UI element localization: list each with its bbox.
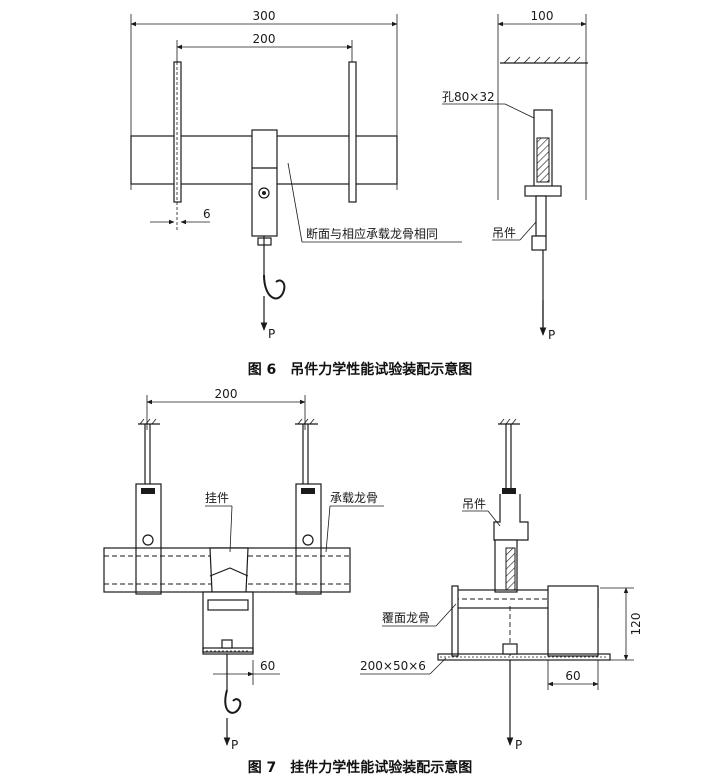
- bottom-plate: [437, 653, 611, 661]
- load-label: P: [548, 328, 555, 342]
- side-plate: [547, 585, 599, 657]
- rod-left: [173, 61, 182, 203]
- hanger-leader: [229, 505, 233, 553]
- fig7-side-view: P 120 60 吊件 覆面龙骨 200×50×6: [360, 418, 643, 752]
- bolt-hole: [258, 187, 270, 199]
- nut: [502, 643, 518, 655]
- keel-web-hatched: [505, 547, 516, 591]
- dim-120-label: 120: [629, 613, 643, 636]
- clamp-bolt: [524, 185, 562, 197]
- section-note: 断面与相应承载龙骨相同: [306, 226, 438, 241]
- rod-right: [348, 61, 357, 203]
- suspender-leader: [519, 221, 537, 241]
- fig6-side-view: 100 孔80×32 P 吊件: [442, 9, 588, 342]
- suspender-label: 吊件: [492, 226, 516, 240]
- dim-200-label: 200: [253, 32, 276, 46]
- note-leader: [287, 162, 303, 243]
- hook: [224, 689, 242, 714]
- suspender-leader: [487, 510, 501, 527]
- plate-size-label: 200×50×6: [360, 659, 426, 673]
- cover-keel-lip: [207, 599, 249, 611]
- fig6-front-view: 300 200 6 P 断面与相应承载龙骨相同: [130, 9, 462, 341]
- dim-60-label: 60: [260, 659, 275, 673]
- hanger-fold: [209, 567, 249, 577]
- fig7-front-view: 200: [103, 387, 384, 752]
- hanger-label: 挂件: [205, 491, 229, 505]
- suspender: [493, 494, 529, 541]
- dim-200-label: 200: [215, 387, 238, 401]
- keel-web-hatched: [536, 137, 550, 183]
- hole-leader: [504, 103, 535, 119]
- suspender-right: [295, 483, 322, 595]
- nut: [301, 488, 315, 494]
- load-label: P: [268, 327, 275, 341]
- dim-100-label: 100: [531, 9, 554, 23]
- side-plate: [451, 585, 459, 657]
- figure7-caption: 图 7 挂件力学性能试验装配示意图: [248, 759, 473, 776]
- dim-60-label: 60: [565, 669, 580, 683]
- suspender-left: [135, 483, 162, 595]
- bolt-hole: [302, 534, 314, 546]
- plate-leader: [429, 657, 447, 675]
- dim-300-label: 300: [253, 9, 276, 23]
- dim-6-label: 6: [203, 207, 211, 221]
- nut: [141, 488, 155, 494]
- bolt-hole: [142, 534, 154, 546]
- nut: [531, 235, 547, 251]
- cover-keel-label: 覆面龙骨: [382, 611, 430, 625]
- hook: [263, 274, 286, 300]
- suspender-part: [251, 129, 278, 237]
- hole-label: 孔80×32: [442, 90, 495, 104]
- suspender-label: 吊件: [462, 497, 486, 511]
- load-label: P: [515, 738, 522, 752]
- ceiling-hatch: [499, 418, 517, 425]
- ceiling-hatch: [503, 56, 581, 64]
- nut: [502, 488, 516, 494]
- hanger-part: [209, 547, 249, 593]
- main-keel-label: 承载龙骨: [330, 491, 378, 505]
- ceiling-hatch: [139, 418, 315, 425]
- bolt: [262, 191, 266, 195]
- main-keel-leader: [325, 505, 331, 553]
- load-label: P: [231, 738, 238, 752]
- nut: [221, 639, 233, 649]
- cover-keel-frame: [202, 591, 254, 653]
- suspender: [535, 195, 547, 237]
- figure6-caption: 图 6 吊件力学性能试验装配示意图: [248, 361, 473, 378]
- cover-keel-leader: [435, 603, 457, 627]
